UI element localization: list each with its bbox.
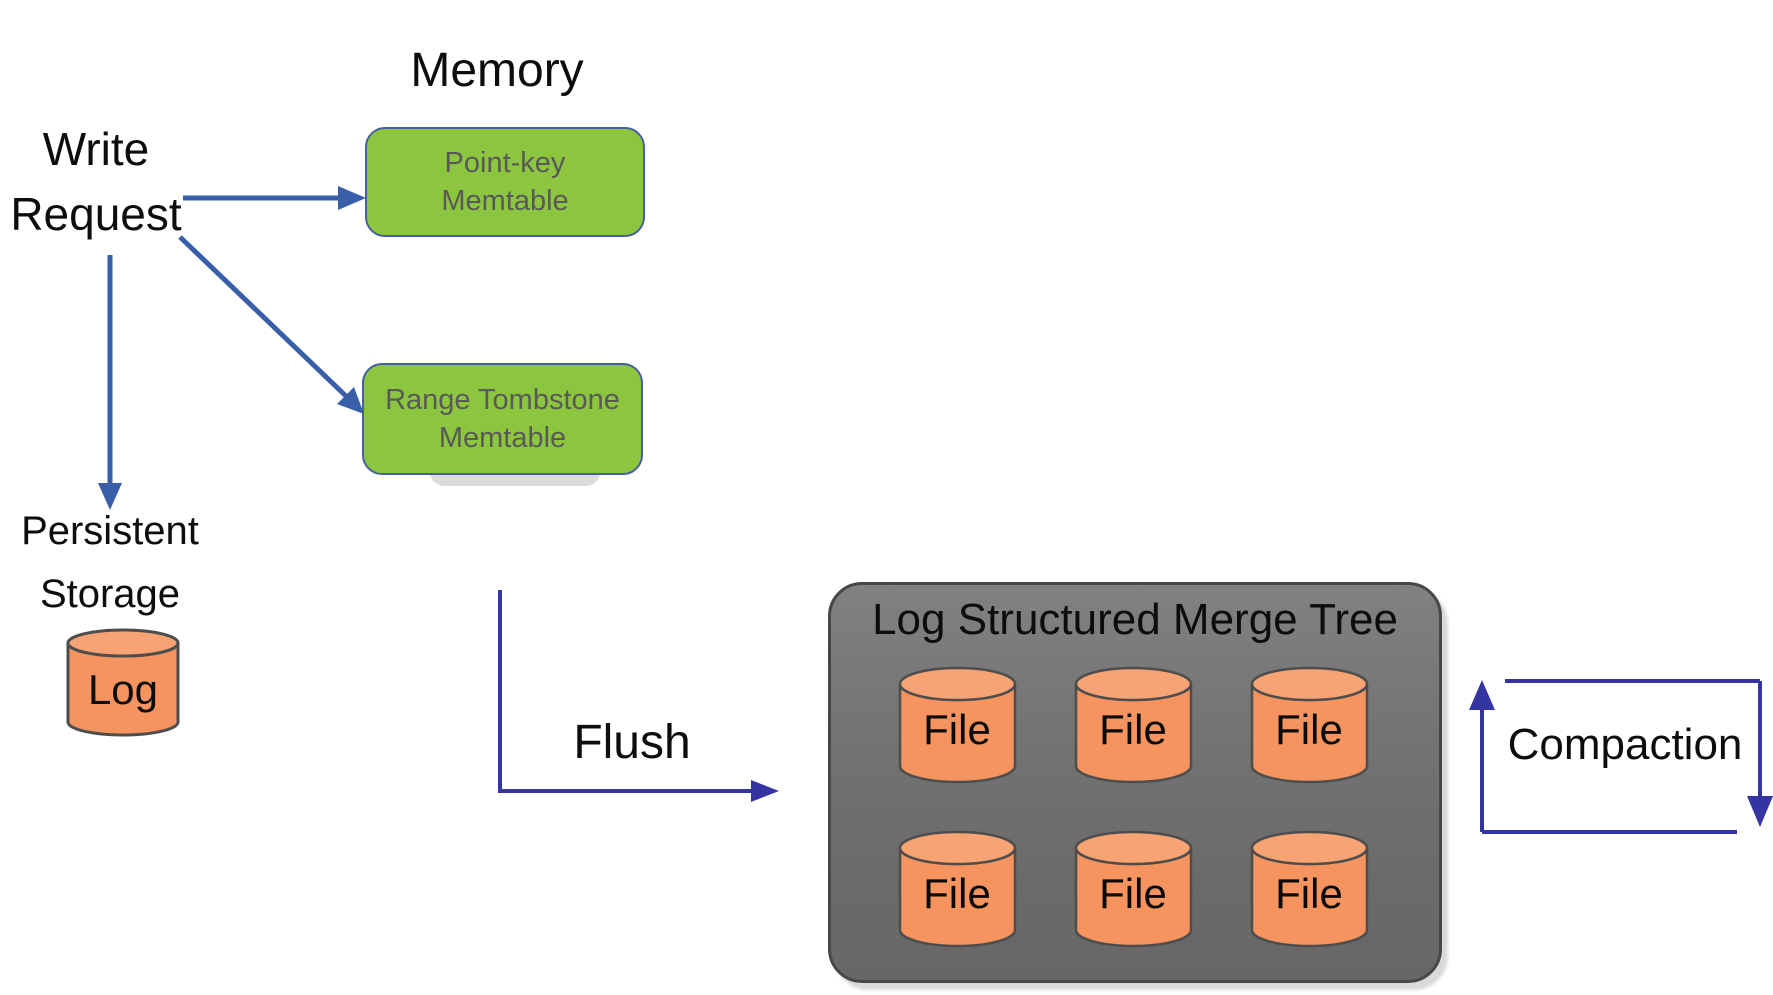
arrowhead-up	[1469, 680, 1495, 710]
file-cylinder-top	[1250, 666, 1369, 702]
file-label: File	[1275, 870, 1343, 917]
file-label: File	[1099, 870, 1167, 917]
file-cylinder-top	[1250, 830, 1369, 866]
write-arrow-heads	[98, 186, 366, 510]
persistent-storage-label: Persistent Storage	[7, 500, 213, 626]
arrowhead-down	[1747, 796, 1773, 827]
flow-arrow-heads	[751, 680, 1773, 827]
range-tombstone-memtable-box: Range Tombstone Memtable	[362, 363, 643, 475]
arrowhead-diagonal	[337, 387, 364, 414]
log-cylinder-top	[66, 628, 180, 658]
file-cylinder-top	[1074, 666, 1193, 702]
cylinder-tops	[66, 628, 1369, 866]
write-request-label: Write Request	[3, 117, 189, 247]
write-request-line: Write	[42, 123, 150, 175]
persistent-storage-line: Storage	[39, 572, 181, 616]
memtable-label-line: Range Tombstone	[385, 384, 620, 416]
flow-lines	[498, 590, 1762, 834]
write-request-line: Request	[10, 188, 182, 240]
file-label: File	[1275, 706, 1343, 753]
point-key-memtable-box: Point-key Memtable	[365, 127, 645, 237]
file-label: File	[923, 706, 991, 753]
memory-label: Memory	[410, 44, 584, 97]
file-cylinder-top	[898, 830, 1017, 866]
arrowhead-right	[338, 186, 366, 210]
file-label: File	[923, 870, 991, 917]
arrowhead-right	[751, 780, 779, 802]
memtable-label-line: Point-key	[444, 147, 566, 179]
persistent-storage-line: Persistent	[21, 509, 199, 553]
file-cylinder-top	[1074, 830, 1193, 866]
file-cylinder-top	[898, 666, 1017, 702]
log-label: Log	[87, 666, 159, 713]
cylinder-bodies	[66, 642, 1369, 948]
arrowhead-down	[98, 483, 122, 510]
flush-label: Flush	[573, 716, 691, 769]
write-arrow-lines	[107, 195, 350, 485]
flush-arrow	[498, 590, 752, 793]
compaction-label: Compaction	[1507, 720, 1743, 769]
memtable-label-line: Memtable	[438, 422, 567, 454]
write-to-rangetombstone-arrow	[178, 235, 350, 400]
file-label: File	[1099, 706, 1167, 753]
lsm-tree-title: Log Structured Merge Tree	[872, 595, 1398, 644]
memtable-label-line: Memtable	[441, 185, 569, 217]
